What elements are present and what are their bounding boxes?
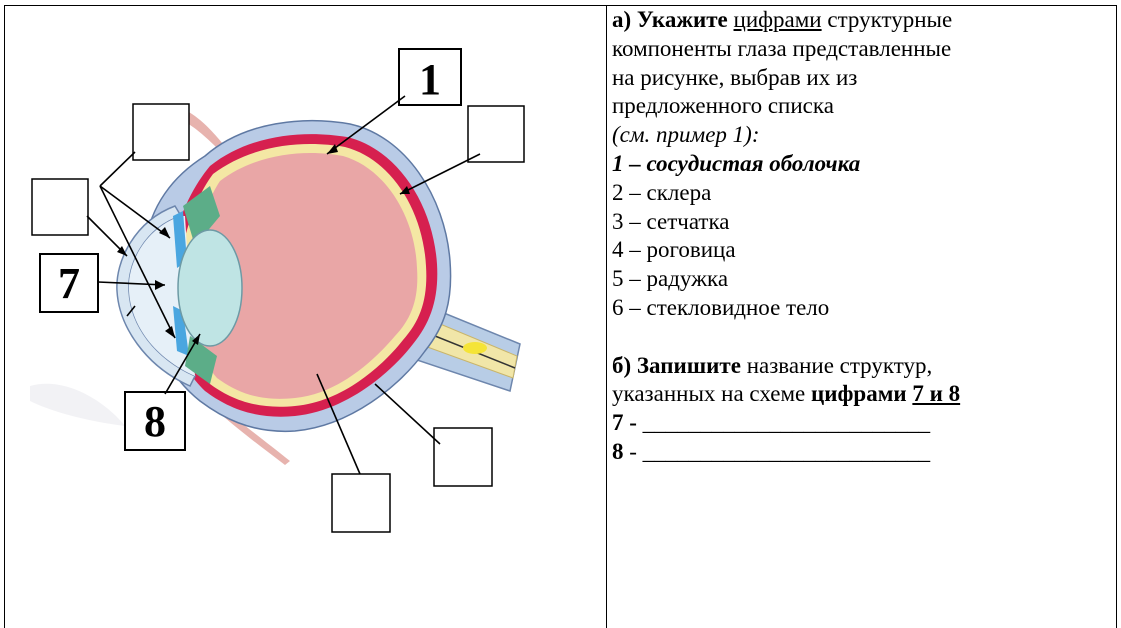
- task-b-line-2: указанных на схеме цифрами 7 и 8: [612, 380, 1112, 409]
- label-1: 1: [419, 55, 441, 104]
- task-text: а) Укажите цифрами структурные компонент…: [612, 6, 1112, 467]
- label-box-empty-1: [133, 104, 189, 160]
- label-box-empty-3: [32, 179, 88, 235]
- label-box-empty-4: [434, 428, 492, 486]
- answer-line-8[interactable]: 8 - _________________________: [612, 438, 1112, 467]
- answer-line-7[interactable]: 7 - _________________________: [612, 409, 1112, 438]
- lens: [178, 230, 242, 346]
- task-a-line-5: (см. пример 1):: [612, 121, 1112, 150]
- list-item: 6 – стекловидное тело: [612, 294, 1112, 323]
- table-column-divider: [606, 5, 607, 628]
- label-box-empty-5: [332, 474, 390, 532]
- eye-diagram: 1 7 8: [5, 6, 606, 628]
- task-a-line-1: а) Укажите цифрами структурные: [612, 6, 1112, 35]
- faint-shadow: [30, 384, 125, 426]
- label-box-empty-2: [468, 106, 524, 162]
- list-item: 3 – сетчатка: [612, 208, 1112, 237]
- task-a-example: 1 – сосудистая оболочка: [612, 150, 1112, 179]
- task-a-line-4: предложенного списка: [612, 92, 1112, 121]
- table-border-right: [1116, 5, 1117, 628]
- label-7: 7: [58, 259, 80, 308]
- task-b-line-1: б) Запишите название структур,: [612, 352, 1112, 381]
- task-a-line-2: компоненты глаза представленные: [612, 35, 1112, 64]
- task-a-line-3: на рисунке, выбрав их из: [612, 64, 1112, 93]
- list-item: 2 – склера: [612, 179, 1112, 208]
- list-item: 5 – радужка: [612, 265, 1112, 294]
- optic-nerve-spot: [463, 342, 487, 354]
- spacer: [612, 323, 1112, 352]
- label-8: 8: [144, 397, 166, 446]
- list-item: 4 – роговица: [612, 236, 1112, 265]
